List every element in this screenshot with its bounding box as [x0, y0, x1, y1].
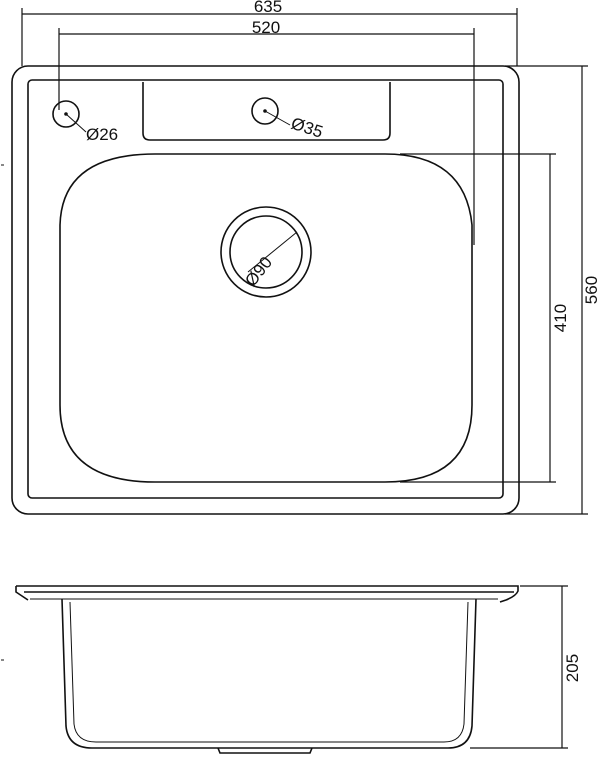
side-bowl-inner — [69, 601, 469, 743]
label-overall-depth: 560 — [582, 276, 600, 304]
sink-top-view — [11, 65, 520, 515]
dimension-overall-width — [21, 8, 518, 66]
drain-outer — [220, 206, 312, 298]
dimension-overall-depth — [505, 65, 588, 515]
outer-flange — [11, 65, 520, 515]
right-hole-leader — [264, 110, 291, 126]
dimension-height — [470, 585, 568, 749]
dimension-inner-width — [58, 28, 475, 245]
rear-deck-recess — [142, 82, 391, 141]
sink-side-view — [15, 585, 519, 754]
label-inner-width: 520 — [252, 18, 280, 37]
drain-leader — [247, 231, 298, 273]
drain-inner — [229, 215, 303, 289]
label-drain: Ø90 — [241, 253, 276, 290]
label-height: 205 — [563, 654, 582, 682]
left-hole — [52, 100, 80, 128]
side-drain-bulge — [217, 747, 313, 754]
inner-rim — [27, 79, 504, 499]
label-bowl-depth: 410 — [551, 304, 570, 332]
label-left-hole: Ø26 — [86, 125, 118, 144]
right-hole — [251, 97, 279, 125]
label-right-hole: Ø35 — [289, 114, 325, 142]
label-overall-width: 635 — [254, 0, 282, 16]
side-bowl-outer — [61, 598, 477, 749]
bowl-outline — [59, 153, 473, 483]
side-rim — [15, 585, 519, 603]
dimension-bowl-depth — [400, 153, 556, 483]
left-hole-leader — [65, 113, 87, 133]
